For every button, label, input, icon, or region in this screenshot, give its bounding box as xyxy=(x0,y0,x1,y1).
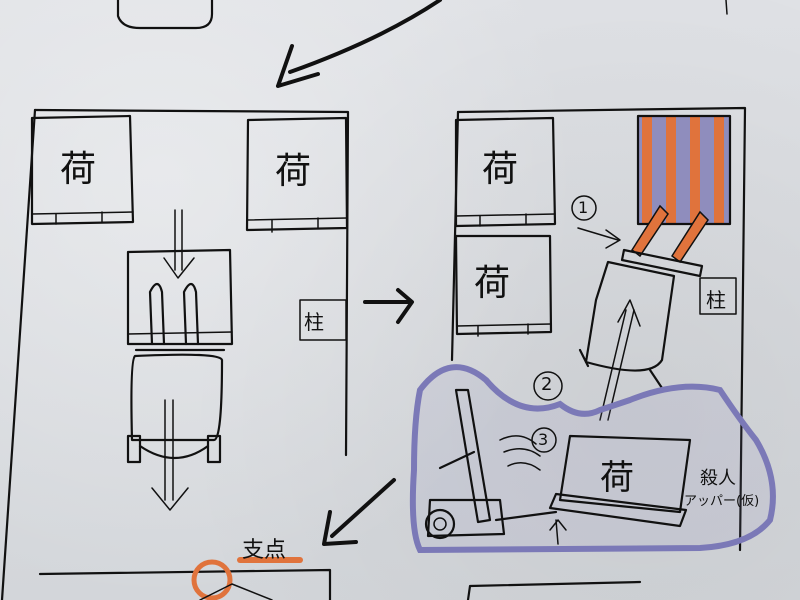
tilted-cargo xyxy=(558,434,692,514)
top-fragment-line xyxy=(725,0,728,15)
down-arrow-shaft xyxy=(174,209,183,271)
step-1-arrow xyxy=(577,227,619,241)
cargo-box-4-base xyxy=(456,323,552,327)
villain-forklift-base xyxy=(426,498,506,538)
forklift-rotated-arrow-head xyxy=(617,299,641,327)
forklift-wheels xyxy=(126,434,222,464)
villain-forklift-mast xyxy=(454,388,492,524)
top-fragment xyxy=(116,0,214,30)
cargo-box-4 xyxy=(454,234,553,336)
cargo-box-2-feet xyxy=(271,217,319,233)
cargo-box-3 xyxy=(454,116,557,228)
step-1-label: 1 xyxy=(578,198,589,217)
cargo-box-1-feet xyxy=(55,211,103,225)
villain-motion-1 xyxy=(499,435,537,445)
cargo-box-2 xyxy=(245,116,349,232)
fork-carriage xyxy=(620,248,704,278)
cargo-box-1-base xyxy=(31,211,134,215)
move-arrow-head xyxy=(151,487,189,511)
cargo-label-5: 荷 xyxy=(600,458,634,498)
step-3-circle xyxy=(531,427,557,453)
forklift-frame xyxy=(126,248,234,346)
cargo-box-3-feet xyxy=(479,213,527,227)
cargo-label-4: 荷 xyxy=(474,263,511,304)
forklift-fork-right xyxy=(182,282,200,346)
bottom-right-panel xyxy=(466,580,642,600)
villain-zone xyxy=(409,364,776,554)
cargo-box-1 xyxy=(30,114,135,226)
fork-left-orange xyxy=(630,204,669,258)
fulcrum-lever xyxy=(199,583,273,600)
forklift-rear xyxy=(138,444,210,459)
lift-arrow xyxy=(549,519,567,545)
cargo-box-2-base xyxy=(246,217,348,221)
right-panel-border xyxy=(456,106,747,552)
villain-motion-3 xyxy=(507,462,541,471)
fulcrum-marker xyxy=(191,559,233,600)
pillar-label-left: 柱 xyxy=(304,310,324,334)
bottom-left-panel xyxy=(38,568,332,600)
villain-label-line2: アッパー(仮) xyxy=(684,494,760,509)
arrow-to-bottom xyxy=(330,478,396,538)
pillar-box-right xyxy=(699,277,737,315)
stacked-cargo-purple-orange xyxy=(636,114,732,226)
arrow-top-to-left-head xyxy=(276,44,320,88)
step-3-label: 3 xyxy=(538,430,549,449)
cargo-label-2: 荷 xyxy=(275,151,312,192)
forklift-body xyxy=(130,353,224,442)
step-2-label: 2 xyxy=(541,374,553,395)
villain-motion-2 xyxy=(503,448,541,457)
villain-forklift-wheel xyxy=(424,508,456,540)
forklift-fork-left xyxy=(148,282,166,346)
pillar-box-left xyxy=(299,299,347,341)
pillar-label-right: 柱 xyxy=(706,288,726,312)
villain-forklift-hub xyxy=(433,517,447,531)
arrow-to-bottom-head xyxy=(322,510,358,546)
down-arrow-head xyxy=(163,257,195,279)
forklift-rotated-body xyxy=(584,260,676,372)
step-1-circle xyxy=(571,195,597,221)
left-panel-border-left xyxy=(0,108,37,600)
forklift-base xyxy=(127,331,233,335)
arrow-left-to-right-head xyxy=(396,288,414,324)
cargo-label-1: 荷 xyxy=(60,149,97,190)
tilted-cargo-pallet xyxy=(548,492,688,528)
left-panel-border xyxy=(33,108,350,457)
forklift-rotated-arrow xyxy=(599,309,635,421)
arrow-top-to-left xyxy=(288,0,442,74)
step-2-circle xyxy=(533,371,563,401)
step-1-arrow-head xyxy=(605,229,621,249)
move-arrow-shaft xyxy=(164,399,174,501)
cargo-box-3-base xyxy=(455,213,556,217)
cargo-label-3: 荷 xyxy=(482,149,519,190)
villain-forklift-fork xyxy=(494,510,558,522)
cargo-box-4-feet xyxy=(477,323,529,337)
villain-label-line1: 殺人 xyxy=(700,468,736,489)
forklift-rotated-wheels xyxy=(578,348,664,390)
villain-forklift-lever xyxy=(438,450,476,470)
fulcrum-label: 支点 xyxy=(242,538,287,563)
